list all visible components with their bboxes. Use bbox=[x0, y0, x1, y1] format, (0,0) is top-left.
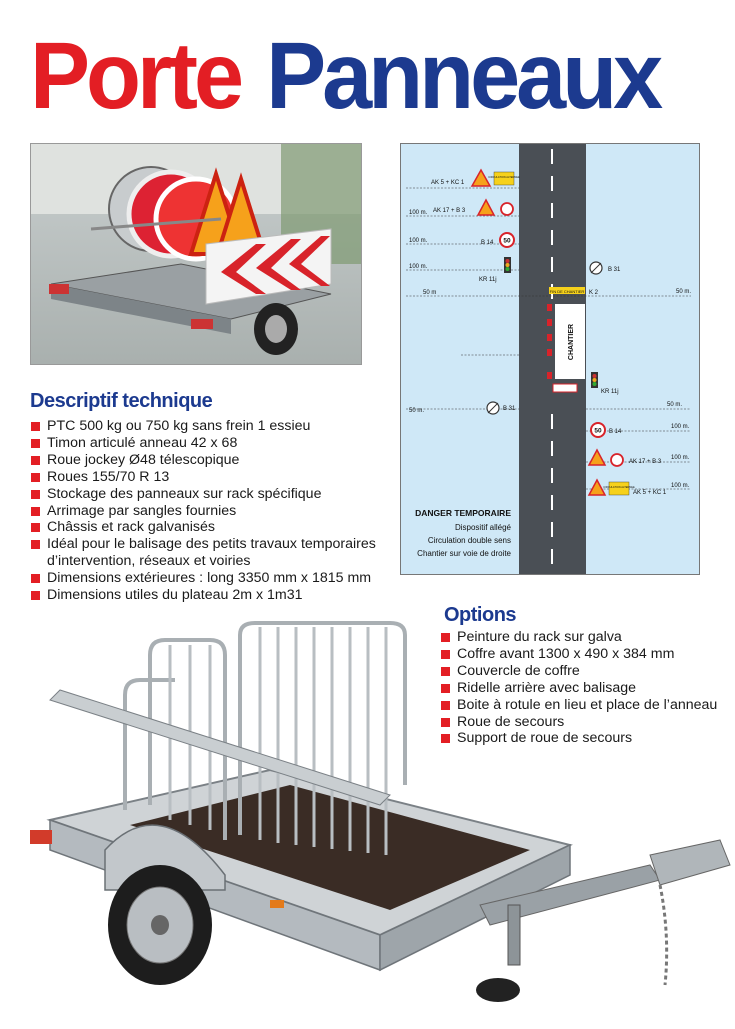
speed-limit-icon bbox=[590, 422, 606, 438]
ak17b3-top-label: AK 17 + B 3 bbox=[433, 208, 466, 214]
caption-line-1: DANGER TEMPORAIRE bbox=[415, 508, 511, 518]
list-item: Stockage des panneaux sur rack spécifiqu… bbox=[30, 486, 390, 503]
bullet-square-icon bbox=[31, 574, 40, 584]
caption-line-4: Chantier sur voie de droite bbox=[417, 549, 511, 558]
title-word-panneaux: Panneaux bbox=[266, 24, 663, 129]
bullet-square-icon bbox=[441, 649, 450, 659]
distance-50-label: 50 m. bbox=[667, 402, 682, 408]
danger-triangle-icon bbox=[470, 168, 492, 187]
list-item: Roue de secours bbox=[440, 714, 730, 731]
distance-100-label: 100 m. bbox=[409, 264, 428, 270]
list-item: Roues 155/70 R 13 bbox=[30, 469, 390, 486]
bullet-square-icon bbox=[441, 633, 450, 642]
loaded-trailer-illustration bbox=[31, 144, 361, 364]
descriptif-list: PTC 500 kg ou 750 kg sans frein 1 essieu… bbox=[30, 418, 390, 604]
distance-100-label: 100 m. bbox=[671, 483, 690, 489]
b14-bot-label: B 14 bbox=[609, 429, 622, 435]
danger-triangle-icon bbox=[476, 198, 496, 216]
descriptif-heading: Descriptif technique bbox=[30, 390, 213, 412]
bullet-square-icon bbox=[31, 540, 40, 550]
options-heading: Options bbox=[444, 604, 517, 626]
bullet-square-icon bbox=[31, 438, 40, 448]
ak5kc1-bot-label: AK 5 + KC 1 bbox=[633, 490, 667, 496]
no-overtaking-icon bbox=[610, 453, 624, 467]
signage-diagram: CHANTIER FIN DE CHANTIER K 2 AK 5 + KC 1 bbox=[400, 143, 700, 575]
speed-limit-icon bbox=[499, 232, 515, 248]
b31-top-label: B 31 bbox=[608, 267, 621, 273]
list-item: Dimensions extérieures : long 3350 mm x … bbox=[30, 570, 390, 587]
list-item: Timon articulé anneau 42 x 68 bbox=[30, 435, 390, 452]
list-item: Support de roue de secours bbox=[440, 730, 730, 747]
distance-50-label: 50 m. bbox=[409, 408, 424, 414]
distance-100-label: 100 m. bbox=[671, 455, 690, 461]
bullet-square-icon bbox=[31, 455, 40, 465]
list-item: Dimensions utiles du plateau 2m x 1m31 bbox=[30, 587, 390, 604]
bullet-square-icon bbox=[31, 489, 40, 499]
list-item: Coffre avant 1300 x 490 x 384 mm bbox=[440, 646, 730, 663]
list-item: Boite à rotule en lieu et place de l’ann… bbox=[440, 697, 730, 714]
list-item: Arrimage par sangles fournies bbox=[30, 503, 390, 520]
bullet-square-icon bbox=[31, 523, 40, 533]
danger-triangle-icon bbox=[587, 478, 607, 496]
list-item: PTC 500 kg ou 750 kg sans frein 1 essieu bbox=[30, 418, 390, 435]
list-item: Ridelle arrière avec balisage bbox=[440, 680, 730, 697]
bullet-square-icon bbox=[441, 734, 450, 744]
bullet-square-icon bbox=[31, 591, 40, 601]
caption-line-3: Circulation double sens bbox=[428, 536, 511, 545]
distance-100-label: 100 m. bbox=[671, 424, 690, 430]
signage-diagram-svg: CHANTIER FIN DE CHANTIER K 2 AK 5 + KC 1 bbox=[401, 144, 699, 574]
no-overtaking-icon bbox=[500, 202, 514, 216]
bullet-square-icon bbox=[441, 700, 450, 710]
circ-alt-top-label: CIRCULATION ALTERNEE bbox=[488, 175, 520, 179]
kr11j-bot-label: KR 11j bbox=[601, 389, 619, 395]
list-item: Idéal pour le balisage des petits travau… bbox=[30, 536, 390, 553]
loaded-trailer-photo bbox=[30, 143, 362, 365]
bullet-square-icon bbox=[441, 717, 450, 727]
empty-trailer-photo bbox=[10, 605, 735, 1024]
bullet-square-icon bbox=[31, 506, 40, 516]
b14-top-label: B 14 bbox=[481, 240, 494, 246]
bullet-square-icon bbox=[441, 683, 450, 693]
speed-value-bot: 50 bbox=[594, 428, 602, 435]
distance-50-label: 50 m. bbox=[676, 289, 691, 295]
fin-chantier-label: FIN DE CHANTIER bbox=[550, 289, 585, 294]
distance-100-label: 100 m. bbox=[409, 238, 428, 244]
ak5kc1-top-label: AK 5 + KC 1 bbox=[431, 180, 465, 186]
empty-trailer-illustration bbox=[30, 621, 731, 1002]
chantier-zone bbox=[555, 304, 585, 379]
list-item: Châssis et rack galvanisés bbox=[30, 519, 390, 536]
list-item: Roue jockey Ø48 télescopique bbox=[30, 452, 390, 469]
bullet-square-icon bbox=[31, 422, 40, 431]
list-item-continued: d’intervention, réseaux et voiries bbox=[47, 553, 251, 570]
circ-alt-bot-label: CIRCULATION ALTERNEE bbox=[603, 485, 635, 489]
bullet-square-icon bbox=[441, 666, 450, 676]
list-item: Peinture du rack sur galva bbox=[440, 629, 730, 646]
k2-label: K 2 bbox=[589, 290, 599, 296]
distance-50-label: 50 m bbox=[423, 290, 436, 296]
list-item: Couvercle de coffre bbox=[440, 663, 730, 680]
kr11j-top-label: KR 11j bbox=[479, 277, 497, 283]
distance-100-label: 100 m. bbox=[409, 210, 428, 216]
bullet-square-icon bbox=[31, 472, 40, 482]
caption-line-2: Dispositif allégé bbox=[455, 523, 512, 532]
options-list: Peinture du rack sur galva Coffre avant … bbox=[440, 629, 730, 747]
speed-value-top: 50 bbox=[503, 238, 511, 245]
chantier-label: CHANTIER bbox=[568, 324, 575, 360]
b31-bot-label: B 31 bbox=[503, 406, 516, 412]
ak17b3-bot-label: AK 17 + B 3 bbox=[629, 459, 662, 465]
danger-triangle-icon bbox=[587, 448, 607, 466]
title-word-porte: Porte bbox=[30, 24, 244, 129]
